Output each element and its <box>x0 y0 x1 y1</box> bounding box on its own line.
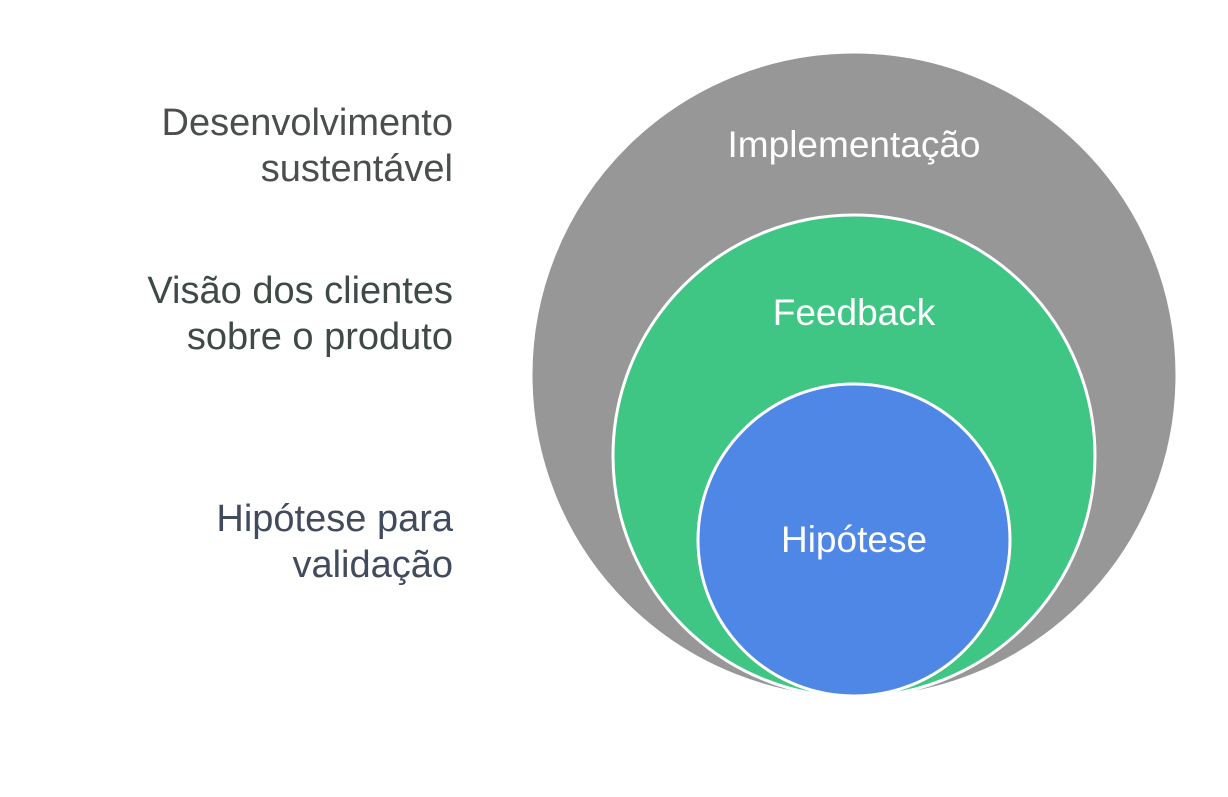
side-label-hipotese-para-validacao: Hipótese para validação <box>216 498 453 586</box>
circle-label-feedback: Feedback <box>773 292 936 333</box>
inner-circle-hipotese <box>696 382 1012 698</box>
side-label-desenvolvimento-sustentavel: Desenvolvimento sustentável <box>161 102 453 190</box>
circle-label-implementacao: Implementação <box>728 124 981 165</box>
circle-label-hipotese: Hipótese <box>781 519 927 560</box>
side-label-visao-dos-clientes: Visão dos clientes sobre o produto <box>147 270 453 358</box>
